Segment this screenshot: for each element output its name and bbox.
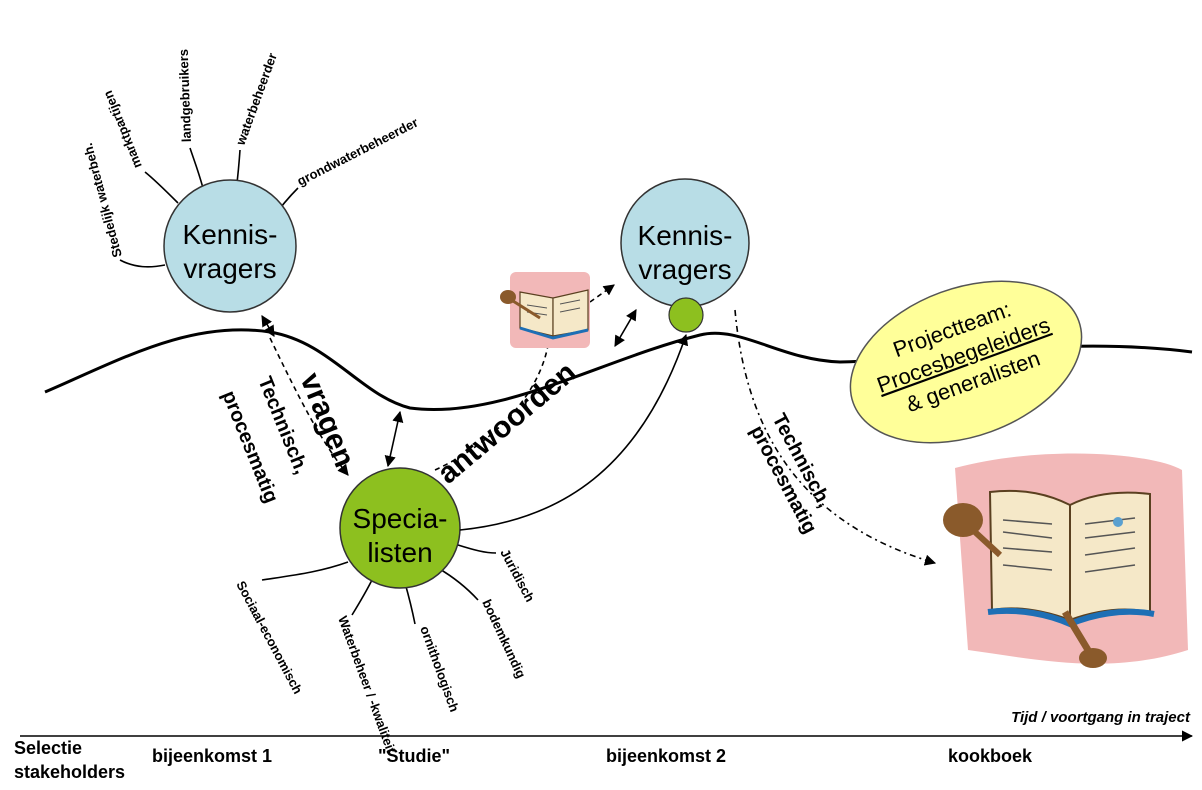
spoke-label-marktpartijen: marktpartijen bbox=[100, 88, 145, 170]
timeline-stage-kookboek: kookboek bbox=[948, 746, 1033, 766]
spoke-label-bodemkundig: bodemkundig bbox=[479, 597, 529, 681]
knowledge-askers-left-line2: vragers bbox=[183, 253, 276, 284]
cookbook-icon bbox=[943, 453, 1188, 668]
spoke-label-landgebruikers: landgebruikers bbox=[176, 49, 194, 143]
spoke-label-ornithologisch: ornithologisch bbox=[417, 624, 462, 714]
specialists-circle bbox=[339, 467, 461, 589]
specialists-line2: listen bbox=[367, 537, 432, 568]
timeline-stage-bijeenkomst2: bijeenkomst 2 bbox=[606, 746, 726, 766]
small-cookbook-icon bbox=[500, 272, 590, 348]
projectteam: Projectteam: Procesbegeleiders & general… bbox=[849, 280, 1083, 444]
knowledge-askers-right-line2: vragers bbox=[638, 254, 731, 285]
spoke-label-stedelijk: Stedelijk waterbeh. bbox=[80, 141, 125, 259]
timeline-axis-label: Tijd / voortgang in traject bbox=[1011, 709, 1191, 726]
timeline-stage-bijeenkomst1: bijeenkomst 1 bbox=[152, 746, 272, 766]
specialists-line1: Specia- bbox=[353, 503, 448, 534]
knowledge-askers-circle-left bbox=[163, 179, 297, 313]
timeline-stage-studie: "Studie" bbox=[378, 746, 450, 766]
spoke-label-sociaal: Sociaal-economisch bbox=[233, 578, 305, 696]
knowledge-askers-left-line1: Kennis- bbox=[183, 219, 278, 250]
spoke-label-waterbeheer: Waterbeheer / -kwaliteit bbox=[335, 614, 399, 756]
timeline-stage-selectie: Selectie bbox=[14, 738, 82, 758]
spoke-label-waterbeheerder: waterbeheerder bbox=[232, 51, 280, 148]
connection-dot bbox=[668, 297, 704, 333]
antwoorden-label: antwoorden bbox=[431, 356, 582, 491]
spoke-label-juridisch: Juridisch bbox=[497, 546, 537, 604]
spoke-label-grondwater: grondwaterbeheerder bbox=[295, 115, 421, 189]
timeline-stage-stakeholders: stakeholders bbox=[14, 762, 125, 782]
knowledge-askers-right-line1: Kennis- bbox=[638, 220, 733, 251]
arrows bbox=[20, 284, 1194, 742]
